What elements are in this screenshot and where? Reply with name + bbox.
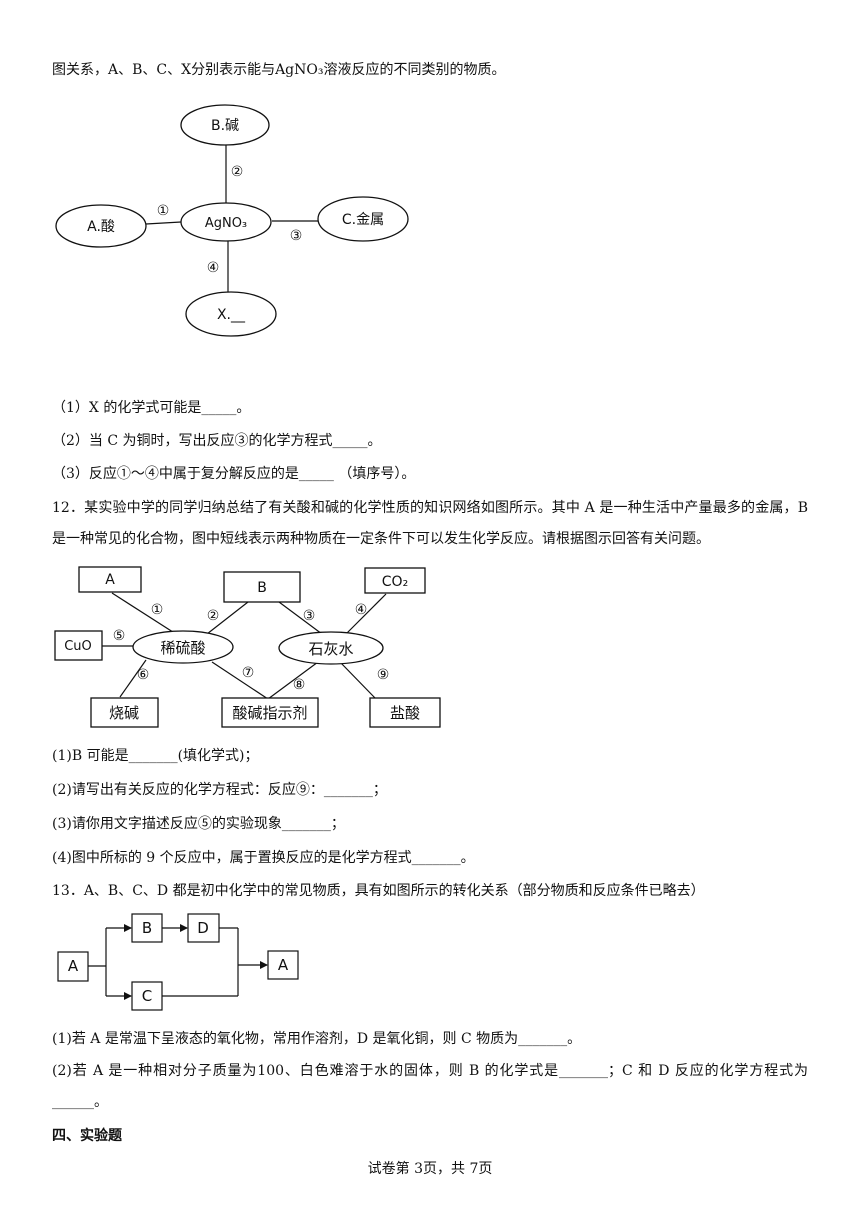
section-heading: 四、实验题 — [52, 1128, 122, 1144]
node-dilute-h2so4 — [132, 630, 234, 664]
reaction-number: ② — [231, 164, 244, 180]
box-d — [187, 913, 220, 943]
reaction-number: ⑦ — [242, 665, 255, 681]
label-indicator: 酸碱指示剂 — [232, 704, 307, 722]
reaction-number: ⑧ — [293, 677, 306, 693]
q12-sub4: (4)图中所标的 9 个反应中，属于置换反应的是化学方程式_______。 — [52, 850, 475, 866]
q12-sub1: (1)B 可能是_______(填化学式)； — [52, 748, 259, 764]
q13-sub1: (1)若 A 是常温下呈液态的氧化物，常用作溶剂，D 是氧化铜，则 C 物质为_… — [52, 1031, 582, 1047]
label-acid: A.酸 — [87, 219, 115, 235]
box-caustic-soda — [90, 697, 159, 728]
q11-intro: 图关系，A、B、C、X分别表示能与AgNO₃溶液反应的不同类别的物质。 — [52, 62, 506, 78]
label-c: C — [142, 987, 152, 1005]
box-a-right — [267, 950, 299, 980]
box-indicator — [221, 697, 319, 728]
label-limewater: 石灰水 — [308, 640, 353, 658]
box-b — [131, 913, 163, 943]
box-hcl — [369, 697, 441, 728]
q13-stem: 13．A、B、C、D 都是初中化学中的常见物质，具有如图所示的转化关系（部分物质… — [52, 883, 705, 899]
q12-stem: 12．某实验中学的同学归纳总结了有关酸和碱的化学性质的知识网络如图所示。其中 A… — [52, 500, 808, 547]
label-base: B.碱 — [211, 118, 239, 134]
box-co2 — [364, 567, 426, 594]
box-b — [223, 571, 301, 603]
node-x — [185, 291, 277, 337]
q13-sub2: (2)若 A 是一种相对分子质量为100、白色难溶于水的固体，则 B 的化学式是… — [52, 1063, 808, 1110]
box-cuo — [54, 630, 103, 661]
label-cuo: CuO — [64, 639, 92, 654]
reaction-number: ③ — [290, 228, 303, 244]
node-agno3 — [180, 202, 272, 242]
reaction-number: ⑤ — [113, 628, 126, 644]
label-caustic-soda: 烧碱 — [109, 704, 139, 722]
reaction-number: ③ — [303, 608, 316, 624]
q11-sub3: （3）反应①～④中属于复分解反应的是_____ （填序号）。 — [52, 466, 416, 482]
label-a: A — [105, 572, 115, 588]
node-base — [180, 104, 270, 146]
box-c — [131, 981, 163, 1011]
q11-sub2: （2）当 C 为铜时，写出反应③的化学方程式_____。 — [52, 433, 382, 449]
label-b: B — [257, 580, 267, 596]
label-d: D — [197, 919, 209, 937]
label-a-right: A — [278, 956, 289, 974]
reaction-number: ① — [151, 602, 164, 618]
q12-sub3: (3)请你用文字描述反应⑤的实验现象_______； — [52, 816, 345, 832]
reaction-number: ② — [207, 608, 220, 624]
label-agno3: AgNO₃ — [205, 216, 247, 231]
label-dilute-h2so4: 稀硫酸 — [160, 639, 205, 657]
node-metal — [317, 196, 409, 242]
label-x: X.__ — [217, 307, 246, 323]
reaction-number: ⑥ — [137, 667, 150, 683]
label-co2: CO₂ — [382, 574, 408, 590]
page-footer: 试卷第 3页，共 7页 — [367, 1161, 493, 1177]
box-a — [78, 566, 142, 593]
q11-sub1: （1）X 的化学式可能是_____。 — [52, 400, 251, 416]
box-a-left — [57, 951, 89, 982]
reaction-number: ① — [157, 203, 170, 219]
label-hcl: 盐酸 — [390, 704, 420, 722]
q12-sub2: (2)请写出有关反应的化学方程式：反应⑨：_______； — [52, 782, 387, 798]
reaction-number: ④ — [355, 602, 368, 618]
reaction-number: ⑨ — [377, 667, 390, 683]
label-b: B — [142, 919, 152, 937]
reaction-number: ④ — [207, 260, 220, 276]
label-metal: C.金属 — [342, 212, 384, 228]
node-limewater — [278, 631, 384, 665]
label-a-left: A — [68, 957, 79, 975]
node-acid — [55, 204, 147, 248]
